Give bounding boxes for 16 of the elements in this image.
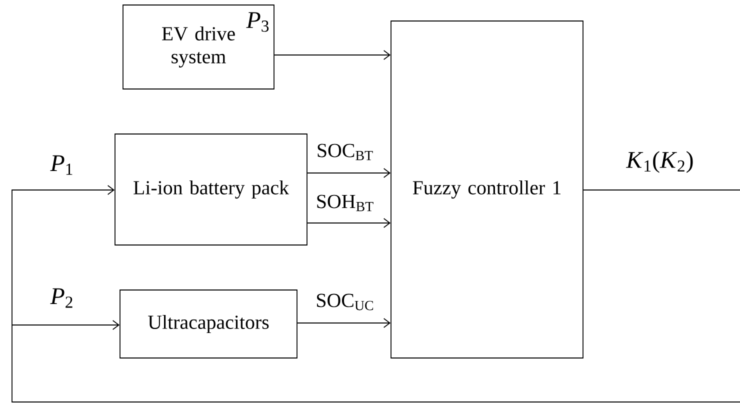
edge-label: SOC$_{BT}$ <box>315 142 375 162</box>
arrow <box>297 318 391 328</box>
arrow <box>307 168 391 178</box>
edge-label: SOC$_{UC}$ <box>314 292 376 312</box>
edge-label: P$_{3}$ <box>245 11 271 33</box>
block-box: Fuzzy controller 1 <box>390 20 584 358</box>
edge-label: P$_{2}$ <box>49 287 75 309</box>
arrow <box>307 218 391 228</box>
edge-label: P$_{1}$ <box>49 154 75 176</box>
arrow <box>12 320 120 330</box>
arrow <box>274 50 391 60</box>
edge-label: K$_{1}$(K$_{2}$) <box>625 150 695 174</box>
block-box: Ultracapacitors <box>120 290 298 358</box>
arrow <box>12 185 740 402</box>
edge-label: SOH$_{BT}$ <box>314 194 376 212</box>
block-box: Li-ion battery pack <box>114 134 308 246</box>
